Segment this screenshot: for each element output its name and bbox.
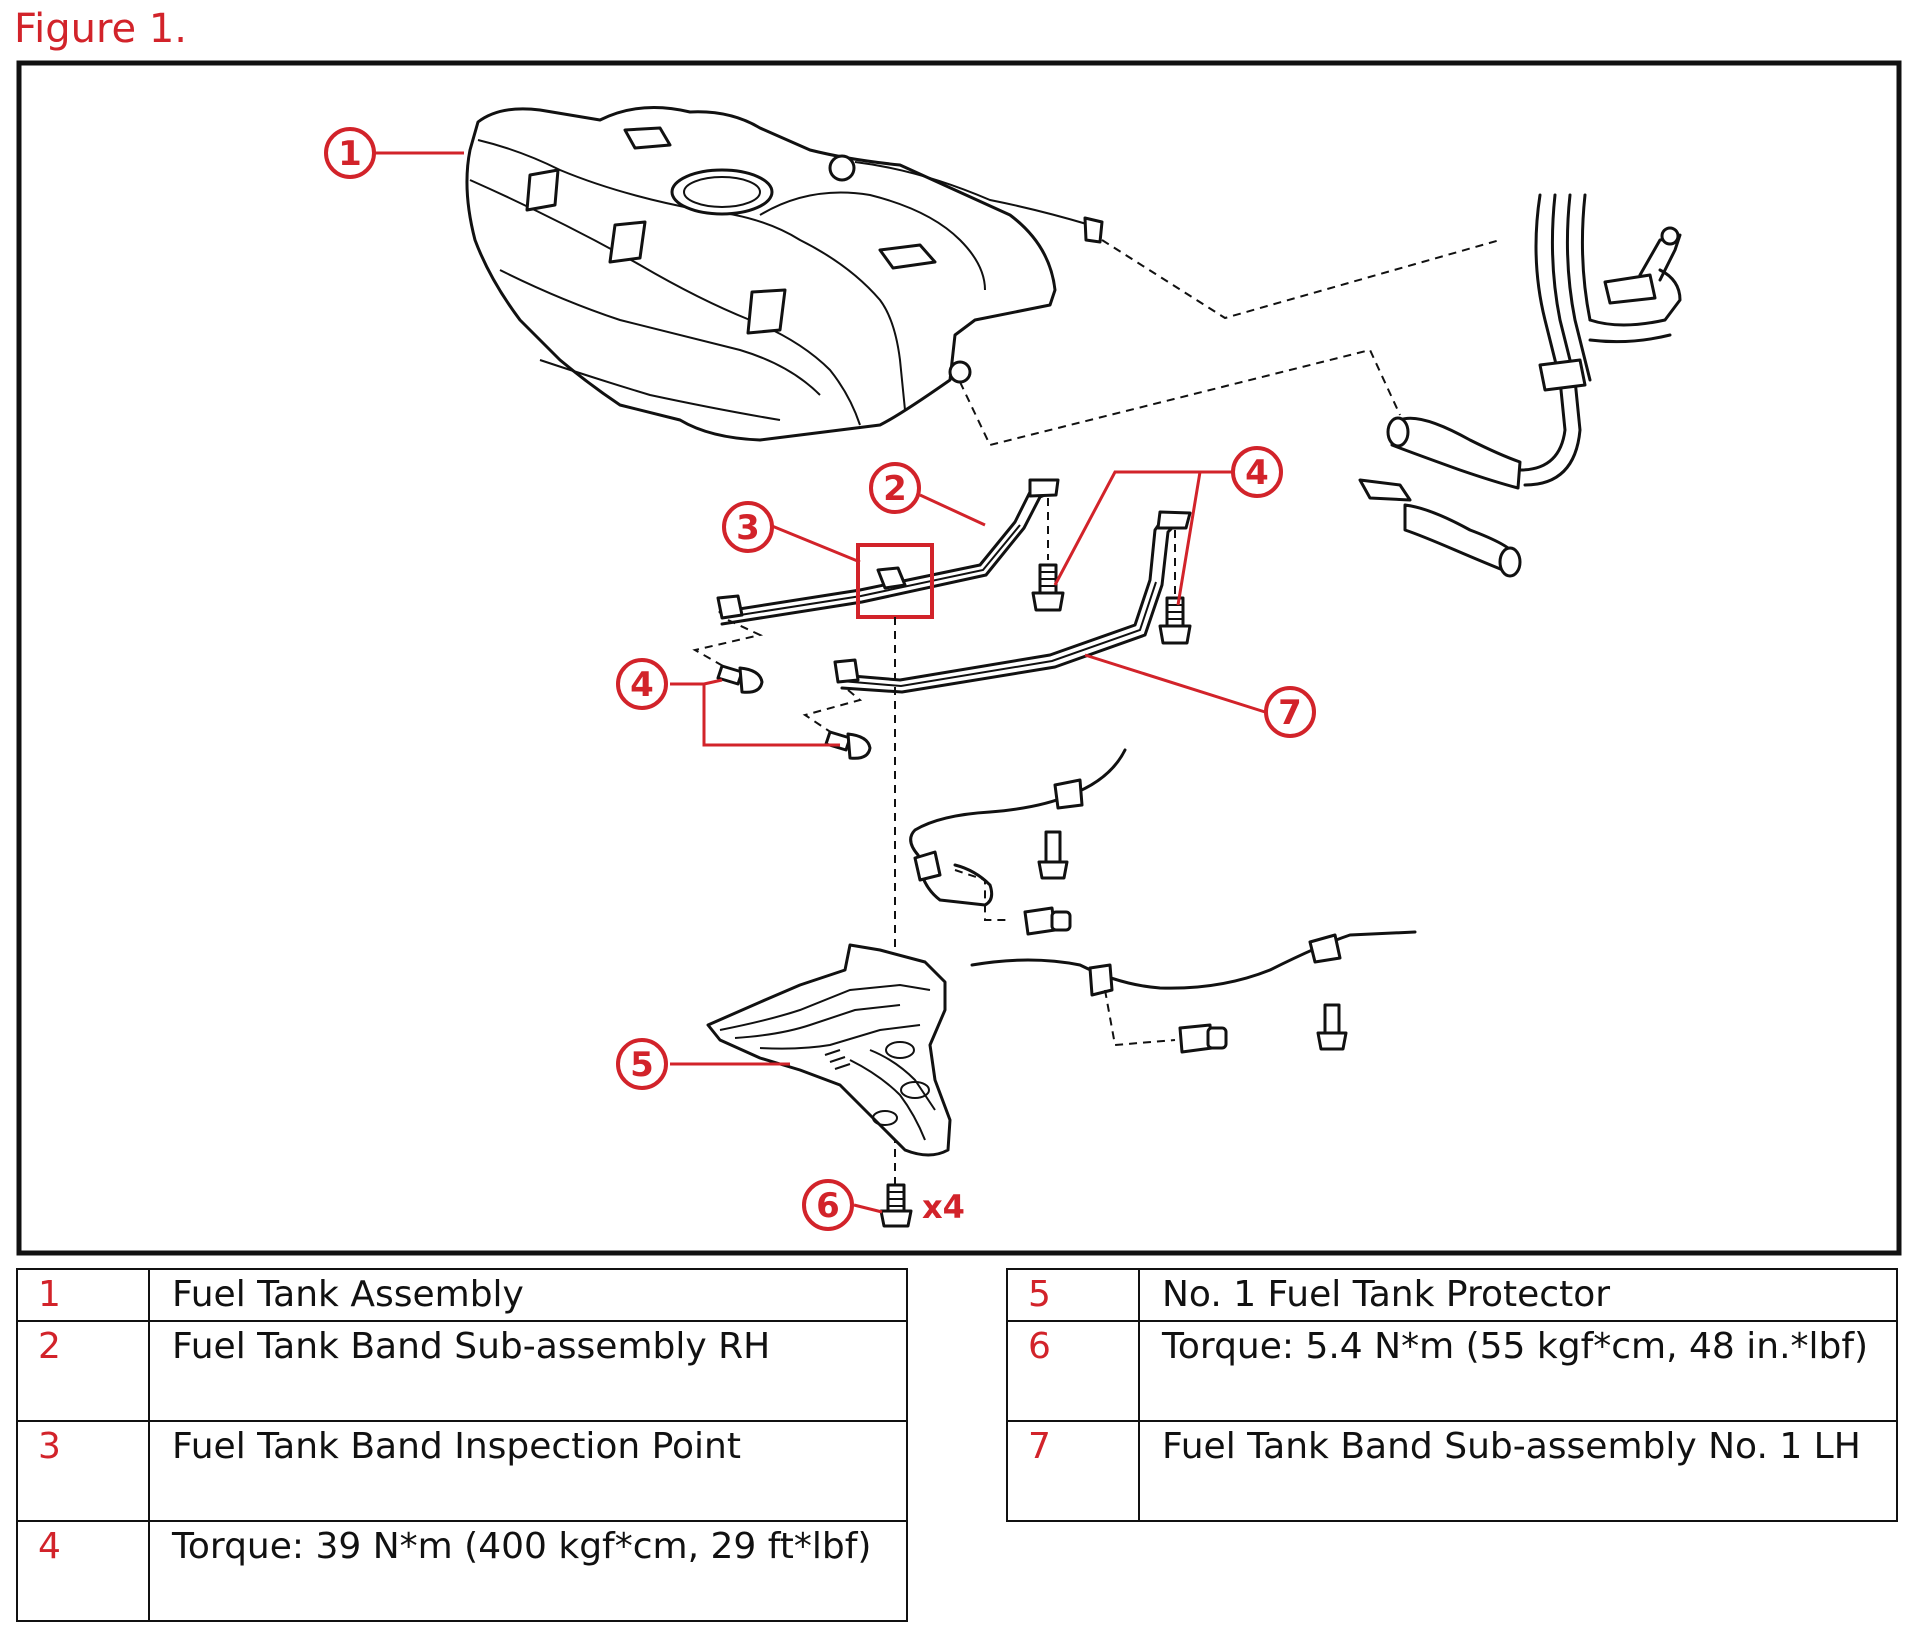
band-end-bolt-2	[802, 689, 872, 760]
legend-description: Fuel Tank Assembly	[148, 1268, 908, 1322]
diagram-frame	[16, 60, 1902, 1256]
legend-row: 2 Fuel Tank Band Sub-assembly RH	[16, 1320, 908, 1422]
legend-description: Fuel Tank Band Sub-assembly RH	[148, 1320, 908, 1422]
svg-text:3: 3	[736, 508, 760, 548]
svg-text:4: 4	[630, 665, 654, 705]
svg-text:7: 7	[1278, 693, 1302, 733]
legend-number: 5	[1006, 1268, 1140, 1322]
legend-table-left: 1 Fuel Tank Assembly 2 Fuel Tank Band Su…	[16, 1268, 908, 1622]
callout-2: 2	[869, 462, 921, 514]
legend-number: 7	[1006, 1420, 1140, 1522]
legend-row: 5 No. 1 Fuel Tank Protector	[1006, 1268, 1898, 1322]
band-bolt-lh	[1158, 530, 1192, 645]
band-end-bolt-1	[692, 619, 764, 694]
svg-text:1: 1	[338, 134, 362, 174]
legend-row: 6 Torque: 5.4 N*m (55 kgf*cm, 48 in.*lbf…	[1006, 1320, 1898, 1422]
fuel-tank-assembly-drawing	[465, 106, 1104, 442]
cable-assembly-drawing	[909, 748, 1417, 1054]
callout-3: 3	[722, 501, 774, 553]
legend-number: 6	[1006, 1320, 1140, 1422]
legend-number: 2	[16, 1320, 150, 1422]
figure-title: Figure 1.	[14, 6, 188, 52]
quantity-label: x4	[922, 1188, 965, 1226]
filler-pipe-drawing	[1358, 193, 1682, 578]
legend-table-right: 5 No. 1 Fuel Tank Protector 6 Torque: 5.…	[1006, 1268, 1898, 1522]
callout-6: 6	[802, 1179, 854, 1231]
legend-number: 3	[16, 1420, 150, 1522]
callout-1: 1	[324, 127, 376, 179]
svg-text:5: 5	[630, 1045, 654, 1085]
band-bolt-rh	[1031, 498, 1065, 612]
svg-text:6: 6	[816, 1186, 840, 1226]
legend-row: 7 Fuel Tank Band Sub-assembly No. 1 LH	[1006, 1420, 1898, 1522]
protector-bolt	[879, 1183, 913, 1228]
callout-4-lower: 4	[616, 658, 668, 710]
callout-5: 5	[616, 1038, 668, 1090]
legend-description: Torque: 39 N*m (400 kgf*cm, 29 ft*lbf)	[148, 1520, 908, 1622]
legend-description: No. 1 Fuel Tank Protector	[1138, 1268, 1898, 1322]
callout-4-upper: 4	[1231, 446, 1283, 498]
legend-row: 3 Fuel Tank Band Inspection Point	[16, 1420, 908, 1522]
callout-7: 7	[1264, 686, 1316, 738]
legend-number: 1	[16, 1268, 150, 1322]
legend-description: Torque: 5.4 N*m (55 kgf*cm, 48 in.*lbf)	[1138, 1320, 1898, 1422]
legend-number: 4	[16, 1520, 150, 1622]
fuel-tank-band-rh-drawing	[716, 478, 1060, 626]
legend-description: Fuel Tank Band Sub-assembly No. 1 LH	[1138, 1420, 1898, 1522]
legend-row: 1 Fuel Tank Assembly	[16, 1268, 908, 1322]
legend-row: 4 Torque: 39 N*m (400 kgf*cm, 29 ft*lbf)	[16, 1520, 908, 1622]
fuel-tank-protector-drawing	[706, 943, 952, 1157]
legend-description: Fuel Tank Band Inspection Point	[148, 1420, 908, 1522]
svg-text:4: 4	[1245, 453, 1269, 493]
svg-text:2: 2	[883, 469, 907, 509]
fuel-tank-band-lh-drawing	[833, 510, 1192, 694]
